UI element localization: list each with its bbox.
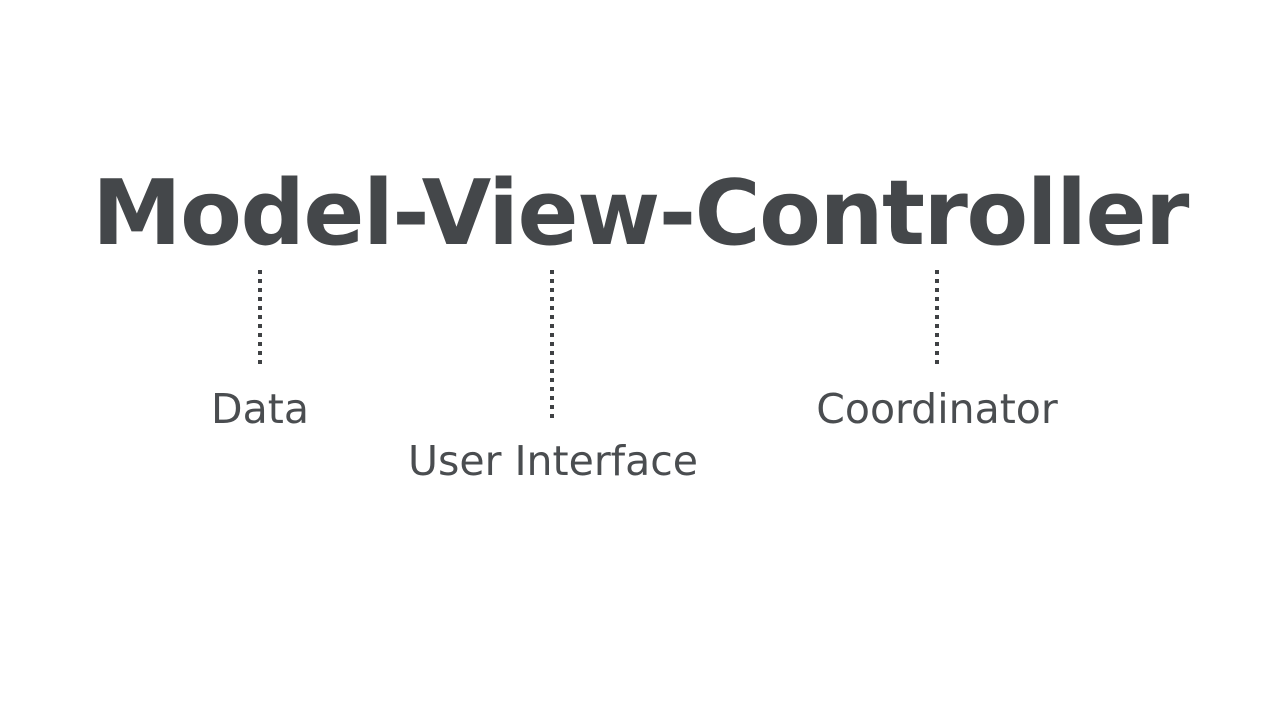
connector-line-model (258, 270, 262, 369)
label-model-data: Data (211, 385, 309, 433)
page-title: Model-View-Controller (92, 161, 1189, 266)
label-view-user-interface: User Interface (407, 437, 699, 485)
label-controller-coordinator: Coordinator (816, 385, 1058, 433)
connector-line-controller (935, 270, 939, 369)
connector-line-view (550, 270, 554, 422)
